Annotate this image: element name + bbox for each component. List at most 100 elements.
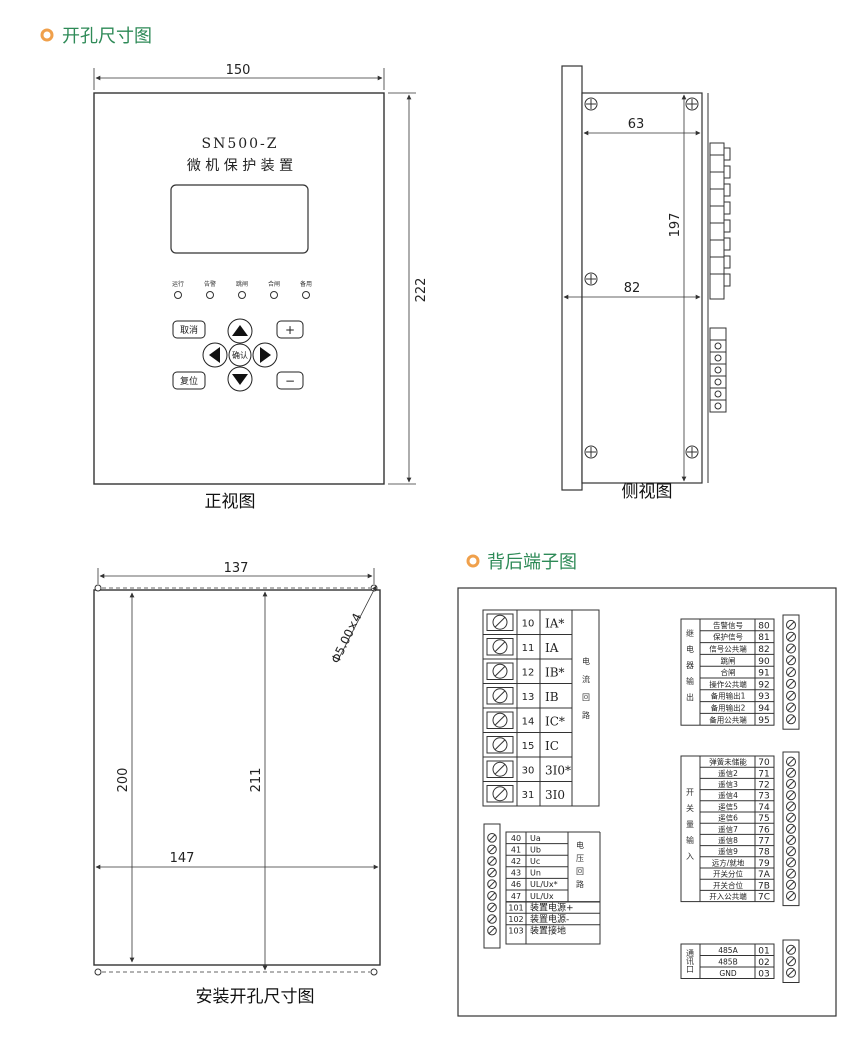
terminal-screw-icon	[492, 688, 508, 704]
terminal-signal: IB*	[545, 665, 565, 679]
terminal-screw-icon	[786, 801, 796, 812]
right-arrow-icon[interactable]	[252, 342, 278, 368]
side-dim-197: 197	[668, 213, 683, 238]
terminal-number: 74	[758, 803, 770, 813]
terminal-number: 43	[511, 869, 521, 878]
svg-text:路: 路	[582, 710, 590, 720]
plus-key-label: +	[285, 323, 295, 337]
terminal-number: 80	[758, 621, 770, 631]
terminal-number: 82	[758, 645, 769, 655]
terminal-number: 79	[758, 859, 770, 869]
svg-text:电: 电	[582, 656, 590, 666]
mount-hole-icon	[94, 584, 102, 592]
terminal-signal: 开关分位	[713, 869, 743, 879]
terminal-signal: 遥信5	[718, 801, 738, 811]
minus-key[interactable]: −	[276, 371, 304, 390]
down-arrow-icon[interactable]	[227, 366, 253, 392]
left-arrow-icon[interactable]	[202, 342, 228, 368]
svg-text:回: 回	[582, 693, 590, 702]
svg-text:回: 回	[576, 867, 584, 876]
terminal-number: 94	[758, 704, 770, 714]
cutout-view: 137 147 200 211 Φ5.00×4 安装开孔尺寸图	[93, 561, 381, 1007]
rear-terminal-block-upper	[709, 142, 731, 300]
terminal-signal: 3I0*	[545, 763, 571, 777]
terminal-screw-icon	[492, 761, 508, 777]
plus-key[interactable]: +	[276, 320, 304, 339]
mount-hole-icon	[370, 968, 378, 976]
terminal-signal: UL/Ux*	[530, 880, 558, 889]
terminal-screw-icon	[487, 891, 497, 901]
terminal-screw-icon	[786, 823, 796, 834]
terminal-signal: Ua	[530, 834, 541, 843]
svg-text:开: 开	[686, 788, 694, 797]
up-arrow-icon[interactable]	[227, 318, 253, 344]
terminal-screw-icon	[786, 667, 796, 678]
terminal-number: 46	[511, 880, 521, 889]
terminal-screw-icon	[492, 663, 508, 679]
terminal-signal: 告警信号	[713, 620, 743, 630]
terminal-number: 72	[758, 781, 769, 791]
front-view-caption: 正视图	[205, 492, 256, 512]
device-name: 微 机 保 护 装 置	[187, 158, 293, 174]
terminal-signal: GND	[719, 969, 736, 978]
terminal-screw-icon	[786, 767, 796, 778]
led-label: 合闸	[268, 280, 280, 288]
terminal-signal: 485A	[718, 946, 738, 955]
cutout-dim-147: 147	[170, 851, 195, 866]
terminal-signal: UL/Ux	[530, 892, 554, 901]
comm-group-label: 通讯口	[686, 948, 694, 974]
terminal-screw-icon	[786, 631, 796, 642]
terminal-signal: Ub	[530, 845, 541, 854]
terminal-signal: 开关合位	[713, 880, 743, 890]
led-indicator-icon	[206, 291, 214, 299]
side-dim-63: 63	[628, 117, 645, 132]
terminal-screw-icon	[786, 678, 796, 689]
terminal-screw-icon	[786, 879, 796, 890]
terminal-screw-icon	[786, 967, 796, 978]
terminal-number: 90	[758, 657, 770, 667]
svg-text:入: 入	[686, 852, 694, 861]
svg-text:通: 通	[686, 948, 694, 958]
terminal-signal: 装置接地	[530, 925, 566, 937]
terminal-screw-icon	[786, 756, 796, 767]
terminal-screw-icon	[492, 786, 508, 802]
terminal-signal: 信号公共端	[709, 644, 747, 654]
terminal-screw-icon	[786, 812, 796, 823]
terminal-number: 71	[758, 769, 769, 779]
terminal-signal: Un	[530, 869, 541, 878]
side-dim-82: 82	[624, 281, 641, 296]
terminal-signal: 备用输出2	[711, 703, 746, 713]
terminal-signal: 遥信6	[718, 813, 738, 823]
terminal-signal: 遥信9	[718, 846, 738, 856]
terminal-signal: IC*	[545, 714, 565, 728]
terminal-screw-icon	[487, 914, 497, 924]
terminal-number: 77	[758, 837, 769, 847]
led-indicator-icon	[302, 291, 310, 299]
terminal-screw-icon	[786, 891, 796, 901]
terminal-screw-icon	[492, 737, 508, 753]
terminal-screw-icon	[487, 879, 497, 890]
terminal-signal: 3I0	[545, 788, 565, 802]
terminal-screw-icon	[786, 779, 796, 789]
terminal-screw-icon	[786, 690, 796, 701]
screw-icon	[584, 97, 598, 111]
terminal-number: 81	[758, 633, 769, 643]
svg-text:继: 继	[686, 628, 694, 638]
cancel-key[interactable]: 取消	[172, 320, 206, 339]
terminal-number: 14	[522, 716, 535, 727]
led-indicator-icon	[270, 291, 278, 299]
terminal-signal: 装置电源-	[530, 913, 569, 925]
terminal-screw-icon	[487, 867, 497, 878]
terminal-signal: IC	[545, 739, 559, 753]
enter-key[interactable]: 确认	[228, 343, 252, 367]
svg-text:输: 输	[686, 835, 694, 845]
terminal-signal: IA*	[545, 616, 564, 630]
front-view: 150 222 SN500-Z 微 机 保 护 装 置 运行告警跳闸合闸备用 取…	[93, 63, 429, 512]
terminal-signal: 遥信3	[718, 779, 738, 789]
terminal-signal: 远方/就地	[712, 857, 745, 867]
reset-key[interactable]: 复位	[172, 371, 206, 390]
